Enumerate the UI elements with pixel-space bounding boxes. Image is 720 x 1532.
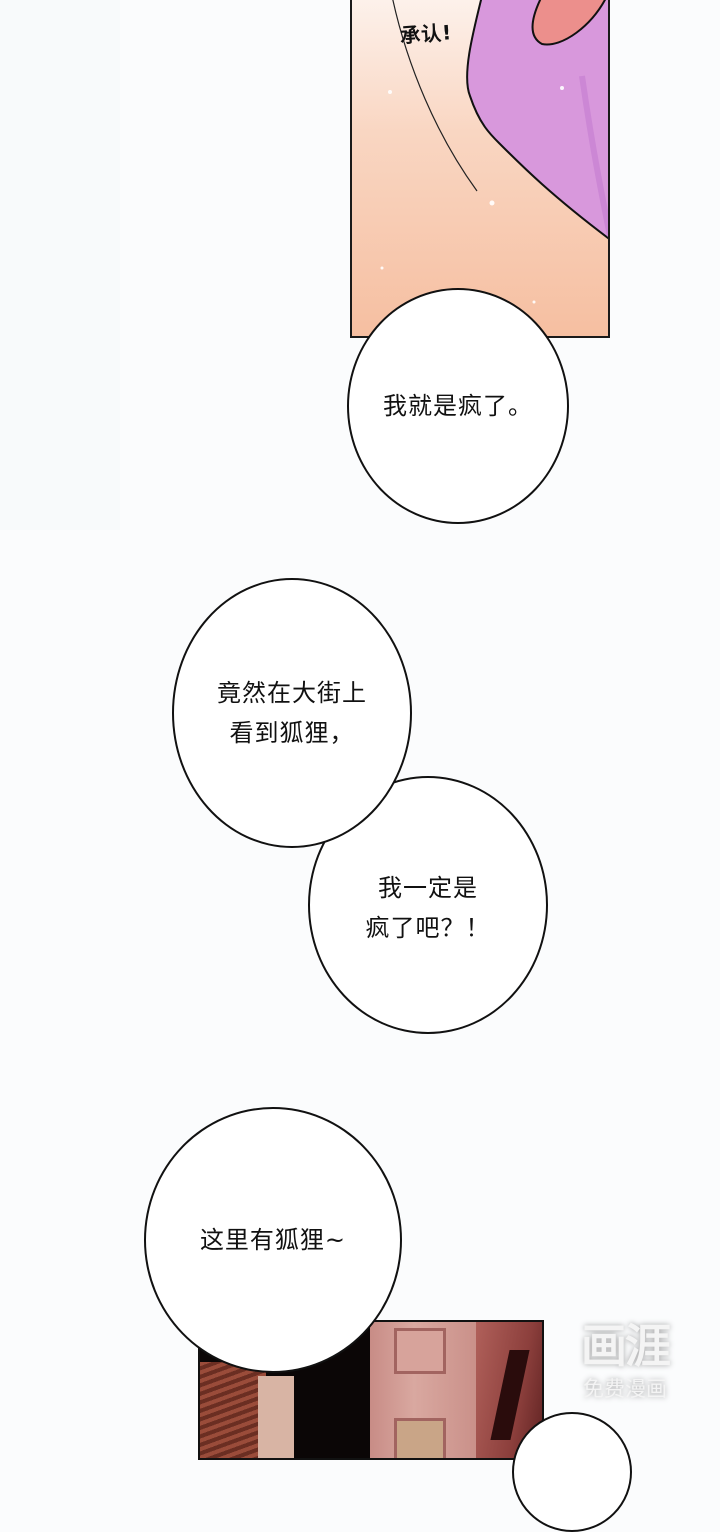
watermark: 画涯 免费漫画 [560,1318,690,1418]
sound-effect-text: 承认! [399,20,454,48]
speech-bubble: 我就是疯了。 [347,288,569,524]
watermark-logo: 画涯 [581,1319,671,1373]
page-margin [0,0,120,530]
building-sign [394,1328,446,1374]
bubble-text: 这里有狐狸~ [199,1226,347,1254]
speech-bubble: 竟然在大街上 看到狐狸， [172,578,412,848]
comic-panel-top: 承认! [350,0,610,338]
bubble-text: 我就是疯了。 [383,392,533,420]
building-balcony [258,1376,294,1458]
character-illustration [380,0,608,304]
building-window [394,1418,446,1458]
building-wall [200,1362,266,1458]
bubble-text: 竟然在大街上 看到狐狸， [217,679,367,747]
speech-bubble-partial [512,1412,632,1532]
watermark-subtitle: 免费漫画 [583,1377,667,1401]
bubble-text: 我一定是 疯了吧？！ [365,874,491,942]
speech-bubble: 这里有狐狸~ [144,1107,402,1373]
